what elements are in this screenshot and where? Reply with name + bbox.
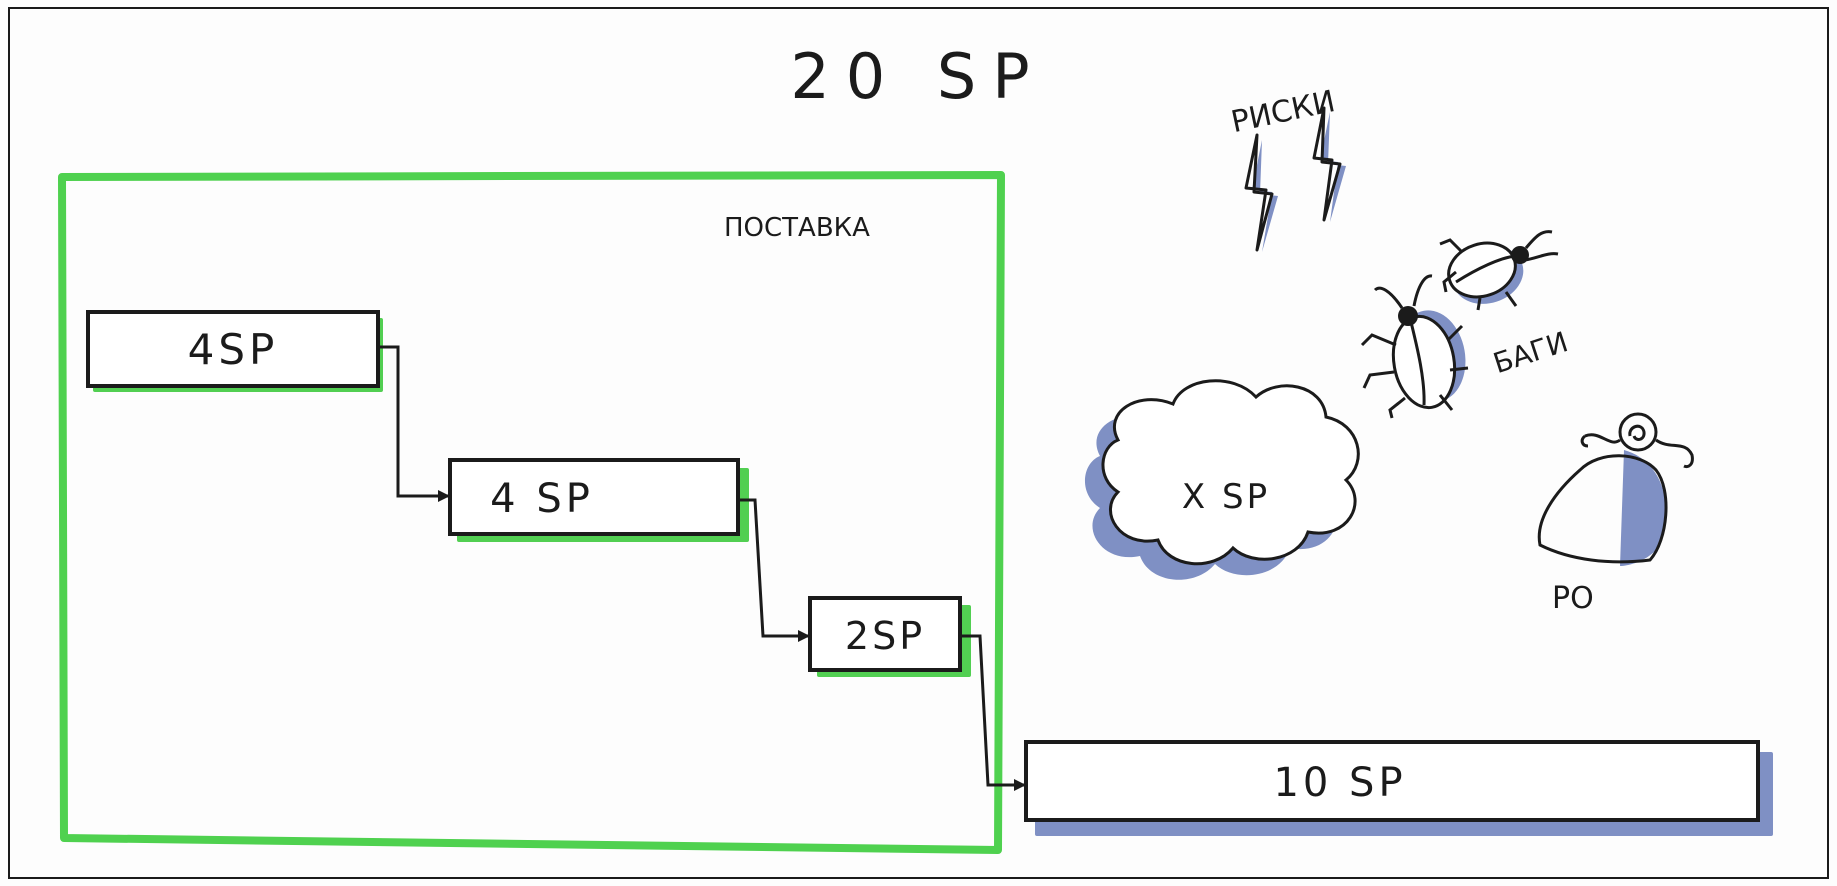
outer-frame <box>8 7 1829 879</box>
po-group: PO <box>1537 412 1694 616</box>
connector-3-4 <box>960 634 1026 791</box>
connector-1-2 <box>378 345 450 502</box>
connector-2-3 <box>738 498 810 642</box>
lightning-icon <box>1244 106 1346 252</box>
delivery-frame <box>58 171 1005 854</box>
po-label: PO <box>1552 581 1594 616</box>
task-box-1: 4SP <box>86 310 383 392</box>
task-label-1: 4SP <box>188 325 279 374</box>
cloud-shape: X SP <box>1084 379 1360 580</box>
task-box-4: 10 SP <box>1024 740 1773 836</box>
bugs-label: БАГИ <box>1489 325 1572 380</box>
risks-group: РИСКИ <box>1228 84 1346 252</box>
bug-icon-small <box>1439 230 1559 311</box>
task-label-3: 2SP <box>845 614 925 658</box>
bugs-group: БАГИ <box>1360 230 1572 419</box>
bug-icon <box>1360 274 1469 419</box>
task-label-2: 4 SP <box>490 476 594 522</box>
delivery-label: ПОСТАВКА <box>724 213 870 243</box>
page-title: 20 SP <box>790 40 1045 113</box>
task-box-2: 4 SP <box>448 458 749 542</box>
product-owner-icon <box>1537 412 1694 566</box>
cloud-label: X SP <box>1182 477 1270 517</box>
task-label-4: 10 SP <box>1273 760 1406 806</box>
task-box-3: 2SP <box>808 596 971 677</box>
